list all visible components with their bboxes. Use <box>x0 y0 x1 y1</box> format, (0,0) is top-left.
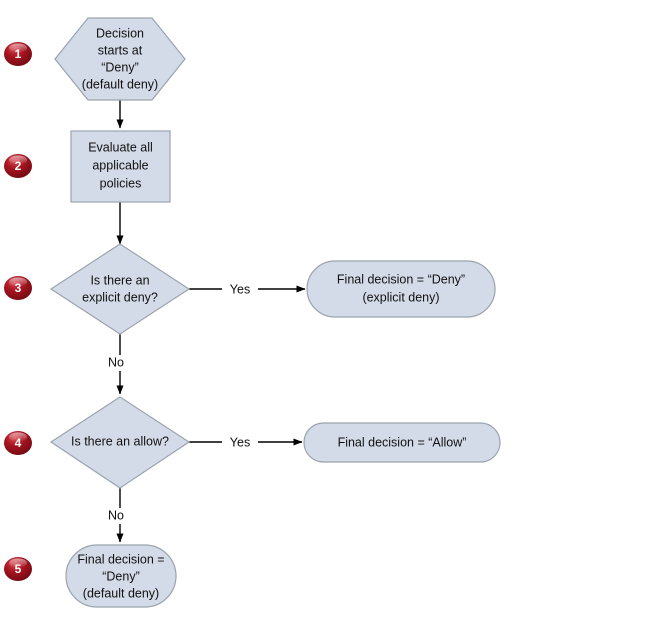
node-final-default-deny[interactable]: Final decision = “Deny” (default deny) <box>65 544 177 608</box>
node-evaluate-policies[interactable]: Evaluate all applicable policies <box>70 130 171 203</box>
node-decision-start-shape <box>54 17 186 101</box>
step-badge-1-label: 1 <box>15 47 22 61</box>
node-evaluate-policies-shape <box>70 130 171 203</box>
node-explicit-deny-question[interactable]: Is there an explicit deny? <box>49 243 191 335</box>
node-final-explicit-deny-line-1: Final decision = “Deny” <box>337 272 465 286</box>
node-explicit-deny-question-line-2: explicit deny? <box>82 290 158 304</box>
edge-label-bg-allow-no <box>104 508 128 524</box>
step-badge-3-label: 3 <box>15 281 22 295</box>
node-decision-start-line-1: Decision <box>96 26 144 40</box>
edge-label-allow-yes: Yes <box>230 435 250 449</box>
node-final-explicit-deny-line-2: (explicit deny) <box>362 290 439 304</box>
step-badge-5-label: 5 <box>15 562 22 576</box>
node-evaluate-policies-line-2: applicable <box>92 158 148 172</box>
step-badge-1-gloss <box>9 43 27 53</box>
node-decision-start[interactable]: Decision starts at “Deny” (default deny) <box>54 17 186 101</box>
node-allow-question-line-1: Is there an allow? <box>71 434 169 448</box>
node-final-explicit-deny[interactable]: Final decision = “Deny” (explicit deny) <box>306 260 496 318</box>
edge-label-bg-explicit-deny-yes <box>222 281 258 297</box>
node-final-allow[interactable]: Final decision = “Allow” <box>303 422 501 463</box>
node-explicit-deny-question-shape <box>49 243 191 335</box>
node-explicit-deny-question-line-1: Is there an <box>90 273 149 287</box>
edge-label-explicit-deny-no: No <box>108 355 124 369</box>
step-badge-2[interactable]: 2 <box>4 154 32 178</box>
node-allow-question[interactable]: Is there an allow? <box>49 396 191 489</box>
step-badge-2-label: 2 <box>15 159 22 173</box>
step-badge-3-gloss <box>9 277 27 287</box>
node-evaluate-policies-line-3: policies <box>100 176 142 190</box>
edge-label-allow-no: No <box>108 508 124 522</box>
edges-layer: Yes No Yes No <box>104 100 306 543</box>
edge-label-bg-allow-yes <box>222 434 258 450</box>
node-final-allow-shape <box>303 422 501 463</box>
node-decision-start-line-2: starts at <box>98 43 143 57</box>
node-final-default-deny-line-2: “Deny” <box>102 569 140 583</box>
step-badge-3[interactable]: 3 <box>4 276 32 300</box>
node-final-explicit-deny-shape <box>306 260 496 318</box>
step-badge-5[interactable]: 5 <box>4 557 32 581</box>
node-decision-start-line-3: “Deny” <box>101 60 139 74</box>
step-badge-5-gloss <box>9 558 27 568</box>
step-badge-2-gloss <box>9 155 27 165</box>
node-allow-question-shape <box>49 396 191 489</box>
step-badge-4[interactable]: 4 <box>4 431 32 455</box>
step-badge-1[interactable]: 1 <box>4 42 32 66</box>
edge-label-explicit-deny-yes: Yes <box>230 282 250 296</box>
node-final-allow-line-1: Final decision = “Allow” <box>338 435 467 449</box>
node-evaluate-policies-line-1: Evaluate all <box>88 140 153 154</box>
step-badge-4-gloss <box>9 432 27 442</box>
node-final-default-deny-line-1: Final decision = <box>77 552 164 566</box>
edge-label-bg-explicit-deny-no <box>104 355 128 371</box>
step-badge-4-label: 4 <box>15 436 22 450</box>
node-final-default-deny-shape <box>65 544 177 608</box>
node-final-default-deny-line-3: (default deny) <box>83 586 159 600</box>
node-decision-start-line-4: (default deny) <box>82 77 158 91</box>
